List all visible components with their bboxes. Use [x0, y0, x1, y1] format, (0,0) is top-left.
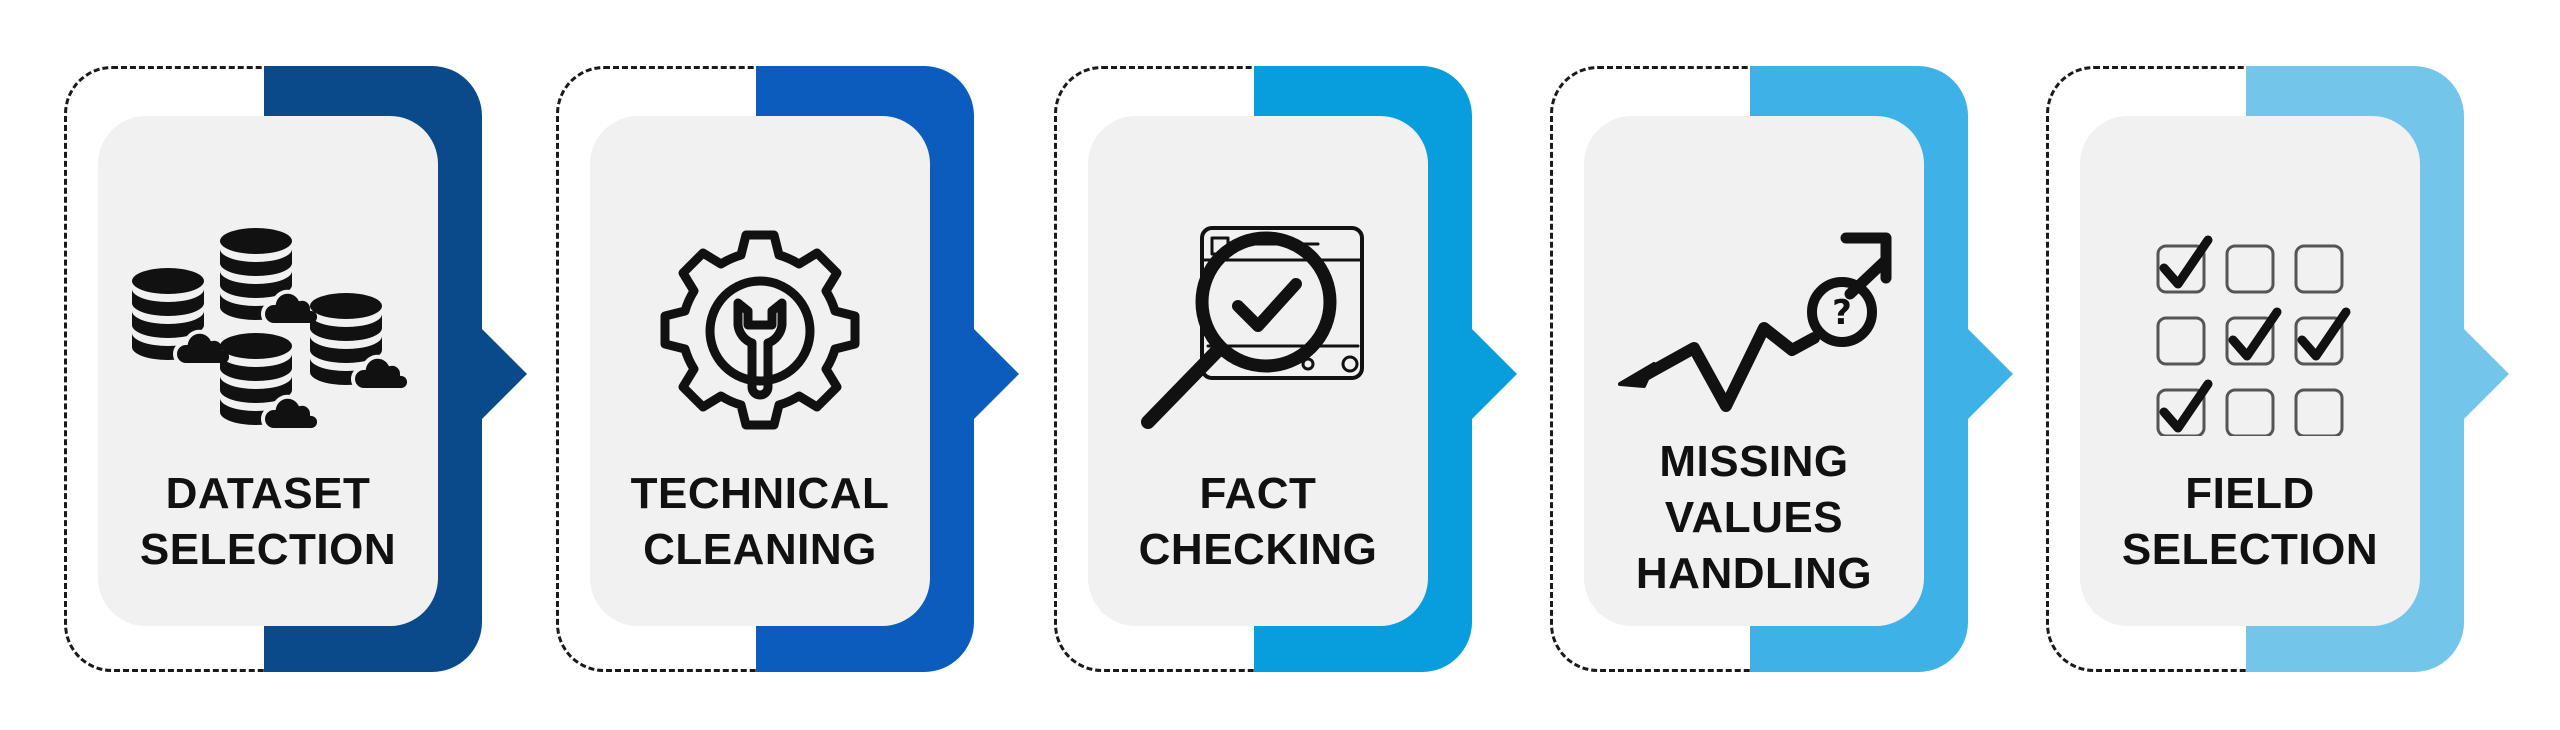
step-card: FIELD SELECTION: [2080, 116, 2420, 626]
database-cloud-icon: [128, 226, 408, 436]
step-label-line: DATASET: [165, 469, 371, 518]
step-arrow: [1967, 328, 2013, 420]
step-label-line: HANDLING: [1635, 549, 1873, 598]
trend-question-icon: ?: [1614, 216, 1894, 426]
step-label: MISSING VALUES HANDLING: [1584, 434, 1924, 602]
step-technical-cleaning: TECHNICAL CLEANING: [556, 66, 1019, 672]
step-field-selection: FIELD SELECTION: [2046, 66, 2509, 672]
step-label: FIELD SELECTION: [2080, 466, 2420, 578]
step-label: DATASET SELECTION: [98, 466, 438, 578]
step-arrow: [481, 328, 527, 420]
step-card: FACT CHECKING: [1088, 116, 1428, 626]
step-arrow: [2463, 328, 2509, 420]
gear-wrench-icon: [620, 226, 900, 436]
step-label-line: MISSING: [1659, 437, 1849, 486]
step-card: ? MISSING VALUES HANDLING: [1584, 116, 1924, 626]
step-label-line: FACT: [1199, 469, 1317, 518]
step-missing-values-handling: ? MISSING VALUES HANDLING: [1550, 66, 2013, 672]
step-label-line: TECHNICAL: [630, 469, 890, 518]
step-label-line: CHECKING: [1138, 525, 1378, 574]
step-label-line: FIELD: [2185, 469, 2315, 518]
step-label-line: SELECTION: [139, 525, 397, 574]
checkbox-grid-icon: [2110, 226, 2390, 436]
step-arrow: [1471, 328, 1517, 420]
step-arrow: [973, 328, 1019, 420]
step-fact-checking: FACT CHECKING: [1054, 66, 1517, 672]
step-label: FACT CHECKING: [1088, 466, 1428, 578]
step-label-line: VALUES: [1664, 493, 1844, 542]
step-dataset-selection: DATASET SELECTION: [64, 66, 527, 672]
step-card: DATASET SELECTION: [98, 116, 438, 626]
svg-text:?: ?: [1832, 293, 1852, 333]
magnifier-check-icon: [1118, 226, 1398, 436]
step-label-line: SELECTION: [2121, 525, 2379, 574]
step-label-line: CLEANING: [643, 525, 877, 574]
step-label: TECHNICAL CLEANING: [590, 466, 930, 578]
step-card: TECHNICAL CLEANING: [590, 116, 930, 626]
